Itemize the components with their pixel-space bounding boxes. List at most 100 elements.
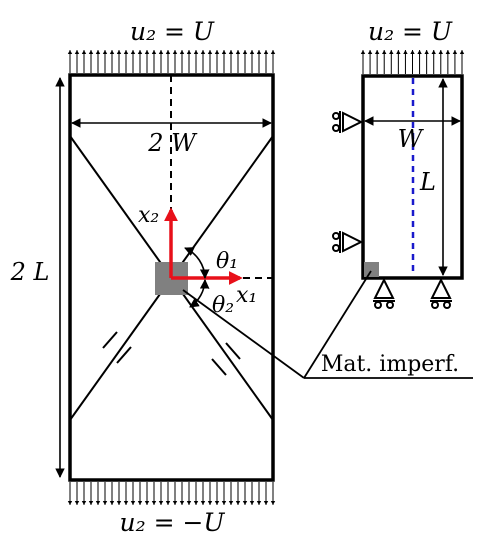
height-label: 2 L	[10, 258, 50, 286]
top-load-arrow-head	[256, 50, 262, 54]
top-load-arrow-head	[207, 50, 213, 54]
right-top-load-arrow-head	[431, 50, 436, 54]
top-load-arrow-head	[81, 50, 87, 54]
x1-axis-label: x₁	[236, 283, 257, 308]
bottom-load-arrow-head	[116, 501, 122, 505]
bottom-load-arrow-head	[144, 501, 150, 505]
top-load-arrow-head	[186, 50, 192, 54]
top-load-arrow-head	[249, 50, 255, 54]
right-top-load-arrow-head	[367, 50, 373, 54]
top-load-arrow-head	[88, 50, 94, 54]
top-load-arrow-head	[151, 50, 157, 54]
theta1-arc	[184, 247, 210, 279]
top-load-arrow-head	[263, 50, 269, 54]
bottom-load-arrow-head	[88, 501, 94, 505]
width-label: 2 W	[147, 129, 198, 157]
top-load-arrow-head	[130, 50, 136, 54]
top-load-arrow-head	[214, 50, 220, 54]
right-material-imperfection	[364, 262, 379, 277]
top-load-arrow-head	[200, 50, 206, 54]
top-load-arrow-head	[116, 50, 122, 54]
bottom-load-arrow-head	[123, 501, 129, 505]
right-top-load-arrow-head	[360, 50, 366, 54]
bottom-load-arrow-head	[172, 501, 178, 505]
top-load-arrow-head	[74, 50, 80, 54]
bottom-roller-support-left	[373, 277, 395, 309]
theta1-label: θ₁	[216, 249, 238, 274]
bottom-load-arrow-head	[151, 501, 157, 505]
top-load-arrow-head	[95, 50, 101, 54]
bottom-load-arrow-head	[193, 501, 199, 505]
top-load-arrow-head	[270, 50, 276, 54]
right-top-load-arrow-head	[452, 50, 458, 54]
bottom-roller-support-right	[430, 277, 452, 309]
top-load-arrow-head	[193, 50, 199, 54]
right-top-load-arrow-head	[389, 50, 394, 54]
top-displacement-arrows	[67, 50, 276, 73]
right-width-label: W	[398, 125, 425, 153]
bottom-load-arrow-head	[74, 501, 80, 505]
bottom-load-arrow-head	[235, 501, 241, 505]
bottom-load-arrow-head	[256, 501, 262, 505]
right-top-load-arrow-head	[424, 50, 429, 54]
bottom-load-arrow-head	[130, 501, 136, 505]
imperfection-callout: Mat. imperf.	[182, 270, 473, 379]
right-specimen: W L u	[332, 17, 465, 309]
top-load-arrow-head	[102, 50, 108, 54]
bottom-load-arrow-head	[200, 501, 206, 505]
top-load-arrow-head	[242, 50, 248, 54]
top-load-arrow-head	[67, 50, 73, 54]
bottom-load-arrow-head	[186, 501, 192, 505]
top-load-arrow-head	[109, 50, 115, 54]
right-top-load-arrow-head	[396, 50, 401, 54]
quarter-model-outline	[361, 74, 464, 280]
bottom-load-arrow-head	[81, 501, 87, 505]
right-top-load-arrow-head	[403, 50, 408, 54]
bottom-load-arrow-head	[242, 501, 248, 505]
top-load-arrow-head	[123, 50, 129, 54]
right-top-load-arrow-head	[374, 50, 380, 54]
bottom-load-arrow-head	[228, 501, 234, 505]
bottom-load-arrow-head	[214, 501, 220, 505]
bottom-load-arrow-head	[102, 501, 108, 505]
top-load-arrow-head	[172, 50, 178, 54]
top-load-arrow-head	[179, 50, 185, 54]
left-roller-support-lower	[332, 231, 364, 253]
right-top-load-arrow-head	[459, 50, 465, 54]
bottom-load-arrow-head	[109, 501, 115, 505]
right-top-load-arrow-head	[417, 50, 422, 54]
left-roller-support-upper	[332, 111, 364, 133]
x2-axis-label: x₂	[138, 203, 159, 228]
top-load-arrow-head	[137, 50, 143, 54]
bottom-load-arrow-head	[165, 501, 171, 505]
right-top-load-arrow-head	[410, 50, 415, 54]
callout-leader-right	[303, 270, 372, 379]
bottom-displacement-arrows	[67, 482, 276, 505]
bottom-bc-label: u₂ = −U	[120, 508, 226, 537]
callout-leader-left	[182, 289, 305, 379]
band-thickness-marker-right	[211, 342, 241, 376]
callout-label: Mat. imperf.	[321, 352, 459, 377]
top-load-arrow-head	[235, 50, 241, 54]
top-load-arrow-head	[228, 50, 234, 54]
left-specimen: 2 W 2 L x₁ x₂ θ₁ θ₂ u₂ = U u₂ = −U	[10, 17, 276, 537]
right-top-load-arrow-head	[382, 50, 387, 54]
bottom-load-arrow-head	[207, 501, 213, 505]
right-top-load-arrow-head	[445, 50, 451, 54]
theta2-arc	[189, 279, 210, 308]
top-load-arrow-head	[165, 50, 171, 54]
right-height-label: L	[419, 168, 436, 196]
right-top-bc-label: u₂ = U	[368, 17, 453, 46]
bottom-load-arrow-head	[221, 501, 227, 505]
right-top-displacement-arrows	[360, 50, 465, 74]
bottom-load-arrow-head	[95, 501, 101, 505]
bottom-load-arrow-head	[158, 501, 164, 505]
bottom-load-arrow-head	[270, 501, 276, 505]
top-bc-label: u₂ = U	[130, 17, 215, 46]
bottom-load-arrow-head	[179, 501, 185, 505]
theta2-label: θ₂	[212, 293, 234, 318]
bottom-load-arrow-head	[137, 501, 143, 505]
top-load-arrow-head	[144, 50, 150, 54]
top-load-arrow-head	[158, 50, 164, 54]
